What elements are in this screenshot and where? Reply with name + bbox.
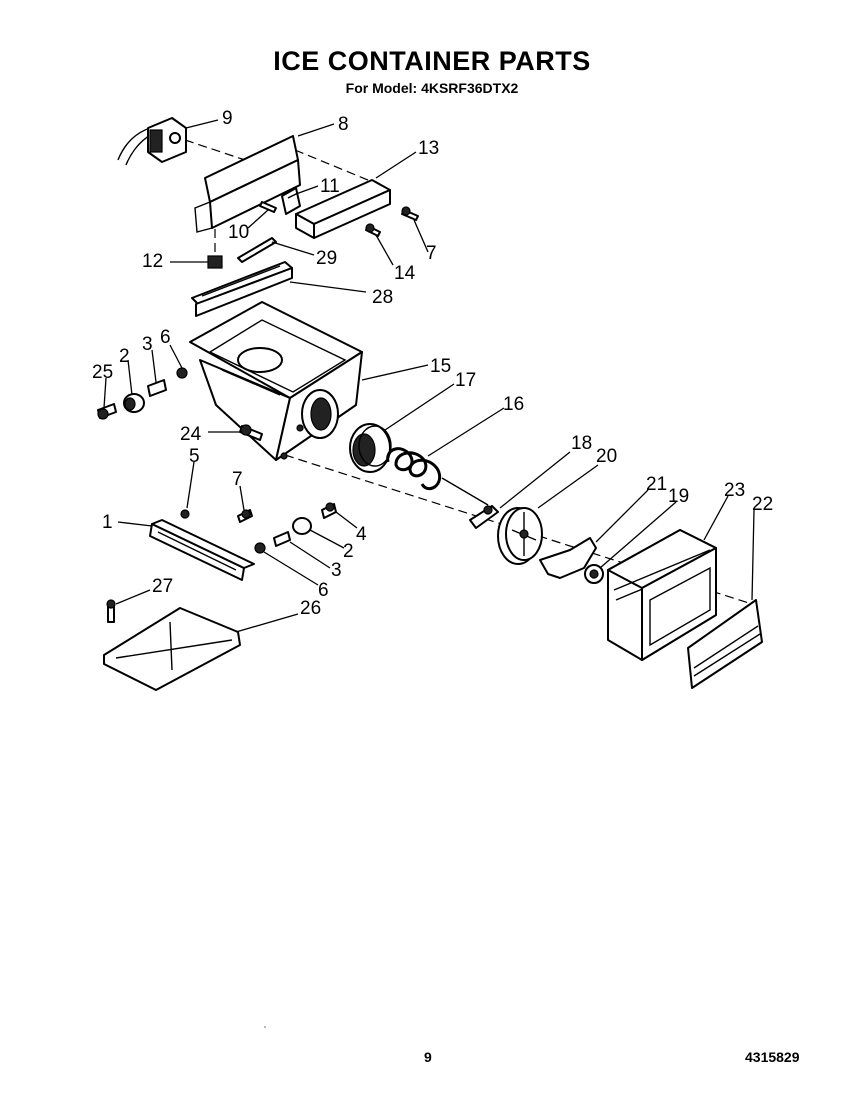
part-13-bracket (295, 179, 391, 239)
callout-7-upper: 7 (426, 243, 437, 264)
part-16-spring (386, 447, 442, 491)
callout-24: 24 (180, 424, 202, 445)
small-screws-upper (259, 201, 419, 237)
callout-5: 5 (189, 446, 200, 467)
callout-2-right: 2 (343, 541, 354, 562)
callout-17: 17 (455, 370, 476, 391)
callout-26: 26 (300, 598, 321, 619)
part-18-auger-blade (441, 477, 499, 529)
callout-22: 22 (752, 494, 773, 515)
callout-1: 1 (102, 512, 113, 533)
part-12-fastener (207, 255, 223, 269)
part-15-housing (189, 301, 363, 461)
callout-29: 29 (316, 248, 337, 269)
callout-3-right: 3 (331, 560, 342, 581)
leader-lines (103, 119, 755, 633)
callout-25: 25 (92, 362, 113, 383)
lower-small-screws (180, 509, 253, 523)
part-29-rod (237, 237, 277, 263)
callout-7-lower: 7 (232, 469, 243, 490)
callout-11: 11 (320, 176, 340, 197)
callout-28: 28 (372, 287, 393, 308)
callout-2-left: 2 (119, 346, 130, 367)
part-22-panel (687, 599, 763, 689)
callout-18: 18 (571, 433, 592, 454)
part-27-screw (106, 599, 116, 623)
callout-23: 23 (724, 480, 745, 501)
part-26-base-plate (103, 607, 241, 691)
callout-6-right: 6 (318, 580, 329, 601)
part-11-clip (281, 187, 301, 215)
callout-13: 13 (418, 138, 439, 159)
part-20-wheel (497, 507, 543, 565)
left-fastener-set (97, 367, 188, 420)
part-9-motor (117, 117, 187, 166)
callout-labels: 9 8 13 11 10 7 29 12 14 28 15 17 16 6 3 … (92, 108, 773, 619)
part-24-screw (239, 424, 263, 441)
callout-12: 12 (142, 251, 163, 272)
part-28-rail (191, 261, 293, 317)
callout-21: 21 (646, 474, 667, 495)
callout-14: 14 (394, 263, 416, 284)
callout-8: 8 (338, 114, 349, 135)
page-number: 9 (424, 1049, 432, 1065)
part-1-lower-rail (149, 519, 255, 581)
document-number: 4315829 (745, 1049, 800, 1065)
callout-27: 27 (152, 576, 173, 597)
callout-10: 10 (228, 222, 249, 243)
callout-20: 20 (596, 446, 617, 467)
part-8-mounting-plate (194, 135, 301, 233)
stray-mark (264, 1026, 266, 1028)
part-19-nut (584, 564, 604, 584)
diagram-title: ICE CONTAINER PARTS (273, 46, 591, 76)
callout-4: 4 (356, 524, 367, 545)
model-subtitle: For Model: 4KSRF36DTX2 (345, 80, 519, 96)
part-17-drive-cup (349, 423, 392, 473)
callout-16: 16 (503, 394, 524, 415)
part-21-bracket (539, 537, 597, 579)
callout-3-left: 3 (142, 334, 153, 355)
callout-9: 9 (222, 108, 233, 129)
callout-6-left: 6 (160, 327, 171, 348)
callout-19: 19 (668, 486, 689, 507)
callout-15: 15 (430, 356, 451, 377)
part-23-bucket-front (607, 529, 717, 661)
